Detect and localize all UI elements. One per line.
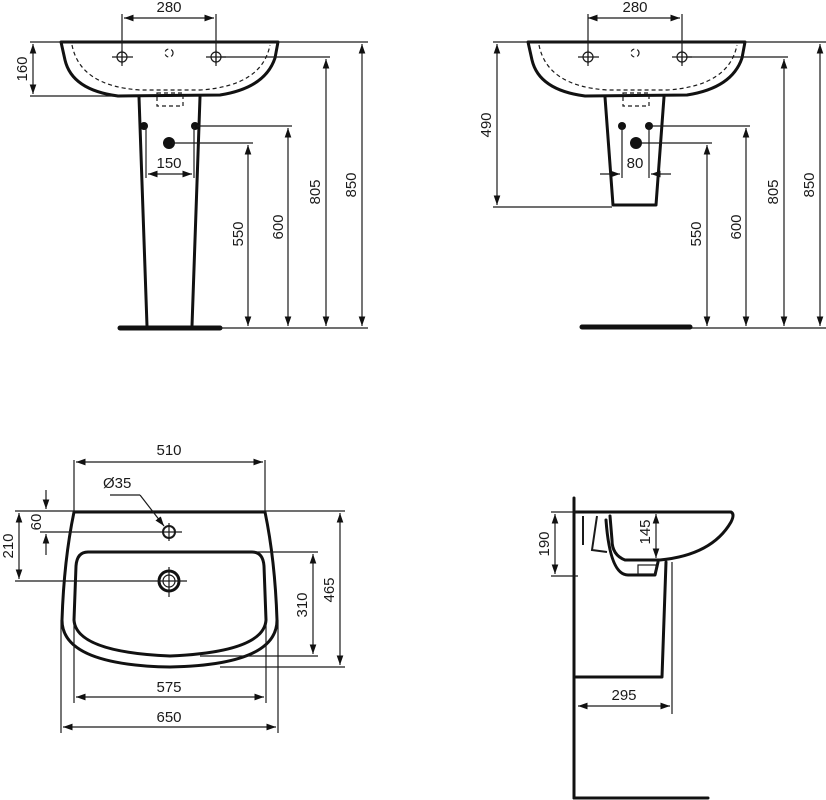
side-view [551,496,735,800]
dim-rim-height-2: 850 [801,172,818,197]
dim-supply-height-1: 600 [270,214,287,239]
dim-tap-spacing-2: 280 [622,0,647,16]
tap-hole-icon [160,523,182,541]
dim-overall-width: 650 [156,709,181,726]
dim-rear-width: 510 [156,442,181,459]
dim-waste-height-2: 550 [688,221,705,246]
dim-supply-spacing-1: 150 [156,155,181,172]
top-view [15,458,345,733]
dim-tap-from-back: 60 [28,514,45,531]
front-view-semi-pedestal [493,14,826,330]
dim-basin-depth: 160 [14,56,31,81]
dim-overall-depth: 465 [321,577,338,602]
dim-supply-height-2: 600 [728,214,745,239]
dim-rim-height-1: 850 [343,172,360,197]
dim-bowl-depth-top: 310 [294,592,311,617]
dim-waste-height-1: 550 [230,221,247,246]
dim-bowl-depth-side: 145 [637,519,654,544]
dim-tap-hole-diameter: Ø35 [103,475,131,492]
dim-overall-height-side: 190 [536,531,553,556]
dim-waste-from-back: 210 [0,533,17,558]
overflow-icon [630,48,640,58]
dim-bowl-width: 575 [156,679,181,696]
dim-pedestal-bottom: 490 [478,112,495,137]
overflow-icon [164,48,174,58]
waste-outlet-icon [157,567,187,597]
dim-supply-spacing-2: 80 [627,155,644,172]
front-view-full-pedestal [29,14,368,331]
dim-pedestal-projection: 295 [611,687,636,704]
dim-tap-spacing-1: 280 [156,0,181,16]
dim-tap-height-2: 805 [765,179,782,204]
dim-tap-height-1: 805 [307,179,324,204]
basin-outline [59,40,280,98]
